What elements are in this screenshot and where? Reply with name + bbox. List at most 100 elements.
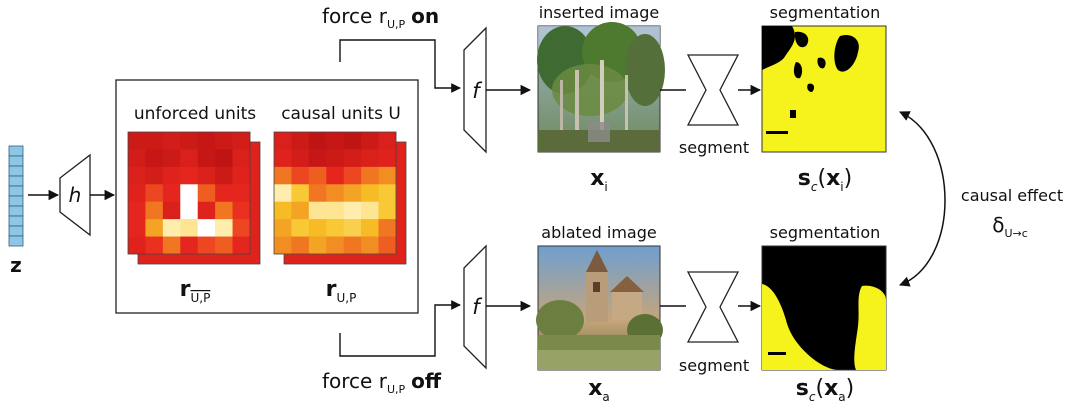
heatmap-cell bbox=[162, 166, 181, 185]
heatmap-cell bbox=[308, 236, 327, 255]
heatmap-cell bbox=[378, 201, 397, 220]
heatmap-cell bbox=[162, 184, 181, 203]
causal-effect-arrow bbox=[899, 111, 946, 287]
heatmap-cell bbox=[361, 132, 379, 150]
unforced-units-label: unforced units bbox=[134, 104, 256, 124]
segment-label-top: segment bbox=[679, 138, 749, 157]
heatmap-cell bbox=[291, 236, 310, 255]
h-network-block bbox=[59, 153, 91, 237]
heatmap-cell bbox=[326, 184, 345, 203]
heatmap-cell bbox=[180, 236, 199, 255]
heatmap-cell bbox=[197, 132, 216, 150]
r-unforced-symbol: rU,P bbox=[180, 277, 211, 305]
heatmap-cell bbox=[308, 166, 327, 185]
heatmap-cell bbox=[343, 219, 362, 237]
f-generator-bottom bbox=[463, 244, 487, 370]
latent-vector-cell bbox=[8, 195, 24, 207]
heatmap-cell bbox=[274, 132, 292, 150]
heatmap-cell bbox=[162, 219, 181, 237]
segmentation-mask-bottom bbox=[761, 245, 887, 371]
heatmap-cell bbox=[308, 132, 327, 150]
heatmap-cell bbox=[162, 149, 181, 168]
s-inserted-symbol: sc(xi) bbox=[798, 166, 852, 194]
heatmap-cell bbox=[274, 219, 292, 237]
latent-vector-cell bbox=[8, 175, 24, 187]
segmentation-label-top: segmentation bbox=[770, 3, 881, 22]
f-label-top: f bbox=[472, 79, 483, 103]
segmenter-top-block bbox=[686, 54, 740, 126]
segmentation-mask-top bbox=[761, 25, 887, 153]
heatmap-cell bbox=[378, 236, 397, 255]
heatmap-cell bbox=[274, 184, 292, 203]
heatmap-cell bbox=[232, 166, 251, 185]
heatmap-border bbox=[273, 131, 397, 255]
heatmap-cell bbox=[215, 219, 233, 237]
arrow-force-off-to-f bbox=[339, 300, 461, 357]
latent-vector-cell bbox=[8, 145, 24, 157]
heatmap-cell bbox=[145, 184, 164, 203]
heatmap-cell bbox=[308, 184, 327, 203]
heatmap-cell bbox=[145, 166, 164, 185]
heatmap-cell bbox=[308, 201, 327, 220]
heatmap-cell bbox=[291, 132, 310, 150]
latent-vector-cell bbox=[8, 225, 24, 237]
heatmap-cell bbox=[180, 184, 199, 203]
heatmap-cell bbox=[232, 149, 251, 168]
inserted-image bbox=[537, 22, 665, 153]
heatmap-cell bbox=[274, 201, 292, 220]
heatmap-cell bbox=[197, 149, 216, 168]
heatmap-cell bbox=[197, 219, 216, 237]
heatmap-cell bbox=[215, 236, 233, 255]
heatmap-cell bbox=[274, 166, 292, 185]
heatmap-cell bbox=[128, 184, 146, 203]
segment-label-bottom: segment bbox=[679, 356, 749, 375]
heatmap-cell bbox=[326, 201, 345, 220]
heatmap-cell bbox=[326, 132, 345, 150]
heatmap-cell bbox=[215, 184, 233, 203]
heatmap-cell bbox=[128, 236, 146, 255]
heatmap-cell bbox=[361, 184, 379, 203]
heatmap-cell bbox=[232, 236, 251, 255]
heatmap-causal-units bbox=[273, 131, 407, 265]
heatmap-cell bbox=[162, 132, 181, 150]
heatmap-cell bbox=[274, 149, 292, 168]
heatmap-cell bbox=[215, 201, 233, 220]
heatmap-cell bbox=[326, 219, 345, 237]
causal-effect-label: causal effect bbox=[961, 186, 1063, 205]
heatmap-cell bbox=[145, 149, 164, 168]
heatmap-cell bbox=[145, 219, 164, 237]
segmenter-bottom-block bbox=[686, 271, 740, 343]
heatmap-cell bbox=[215, 132, 233, 150]
heatmap-cell bbox=[291, 201, 310, 220]
heatmap-cell bbox=[180, 132, 199, 150]
heatmap-cell bbox=[197, 184, 216, 203]
r-causal-symbol: rU,P bbox=[326, 277, 357, 305]
heatmap-cell bbox=[128, 149, 146, 168]
heatmap-cell bbox=[378, 166, 397, 185]
feature-map-box bbox=[115, 79, 419, 314]
latent-vector-cell bbox=[8, 155, 24, 167]
heatmap-cell bbox=[291, 166, 310, 185]
latent-vector-z bbox=[8, 145, 24, 247]
causal-units-label: causal units U bbox=[281, 104, 401, 124]
z-label: z bbox=[10, 253, 22, 277]
heatmap-cell bbox=[361, 201, 379, 220]
r-unforced-subscript: U,P bbox=[191, 291, 211, 305]
f-label-bottom: f bbox=[472, 295, 483, 319]
s-ablated-symbol: sc(xa) bbox=[796, 376, 854, 404]
latent-vector-cell bbox=[8, 205, 24, 217]
segmentation-label-bottom: segmentation bbox=[770, 223, 881, 242]
heatmap-cell bbox=[326, 149, 345, 168]
heatmap-cell bbox=[232, 201, 251, 220]
h-label: h bbox=[69, 183, 82, 207]
heatmap-cell bbox=[128, 219, 146, 237]
heatmap-cell bbox=[274, 236, 292, 255]
ablated-image bbox=[536, 245, 663, 371]
heatmap-cell bbox=[145, 132, 164, 150]
heatmap-cell bbox=[128, 201, 146, 220]
heatmap-cell bbox=[361, 166, 379, 185]
heatmap-cell bbox=[378, 149, 397, 168]
x-ablated-symbol: xa bbox=[588, 376, 610, 404]
